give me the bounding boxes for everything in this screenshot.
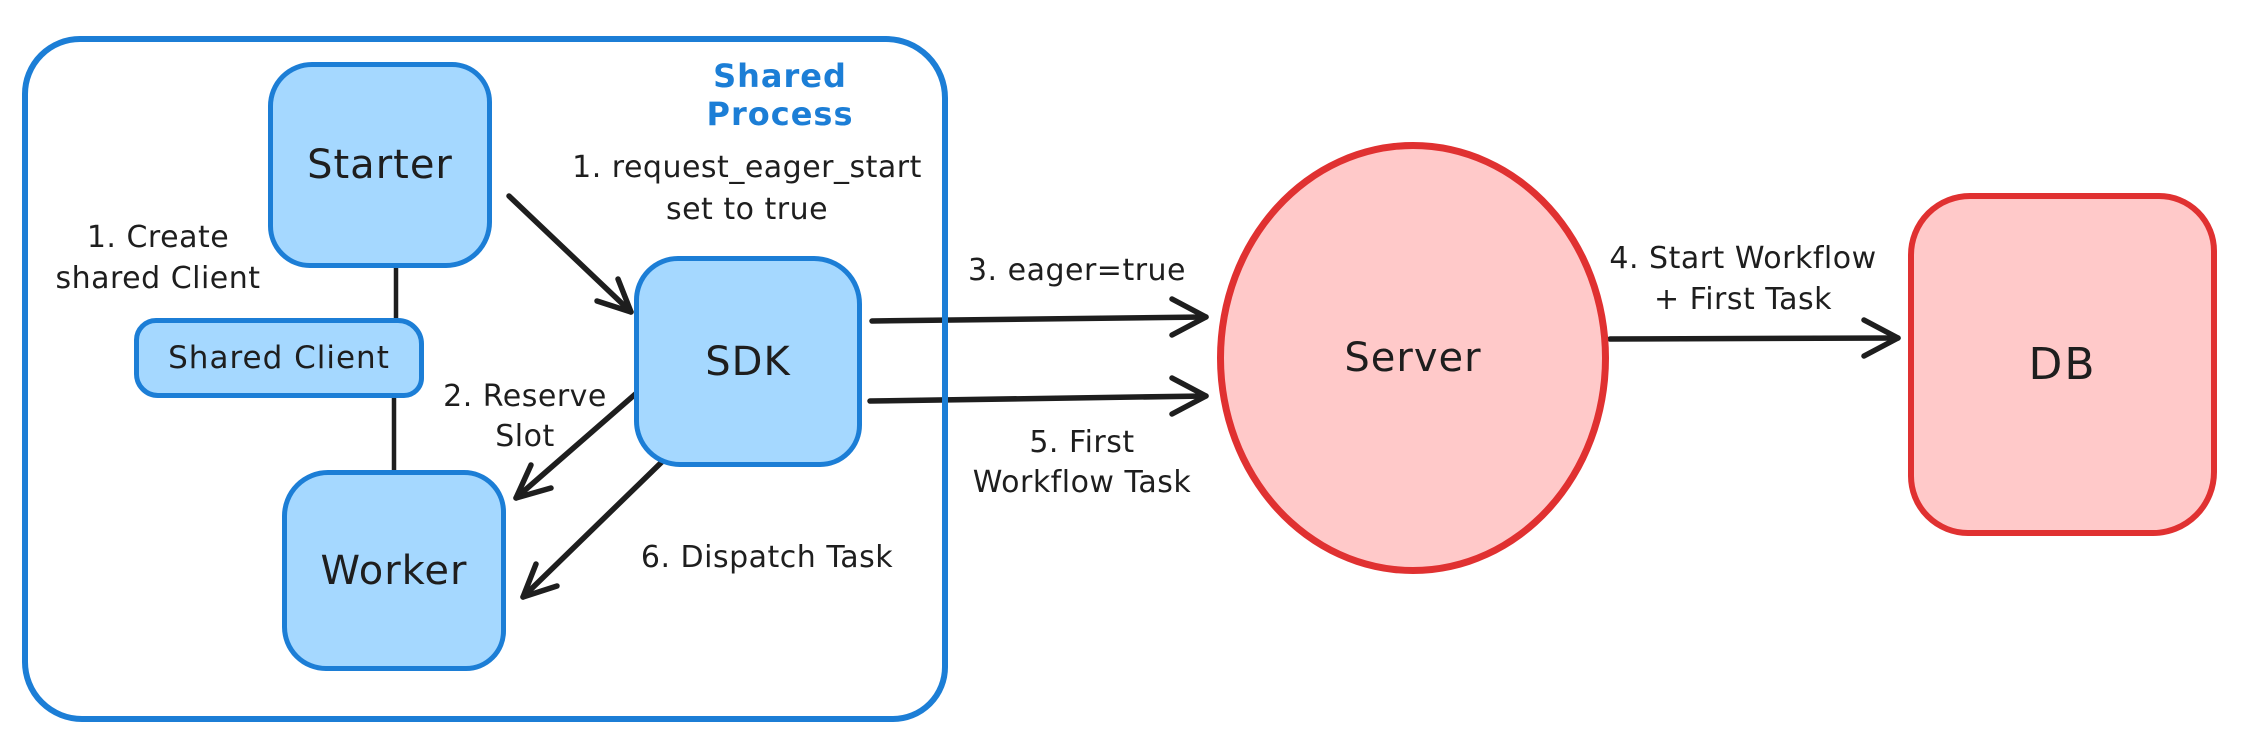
label-request-eager-start: 1. request_eager_start set to true [537, 147, 957, 231]
starter-label: Starter [307, 142, 453, 188]
label-start-workflow-line2: + First Task [1653, 282, 1833, 317]
label-eager-true-line1: 3. eager=true [967, 253, 1187, 288]
server-label: Server [1344, 335, 1482, 381]
label-reserve-slot-line2: Slot [495, 419, 555, 454]
server-node: Server [1217, 142, 1609, 574]
edge-sdk-server-eager [869, 296, 1209, 338]
shared-process-label: Shared Process [706, 57, 854, 133]
label-start-workflow-line1: 4. Start Workflow [1609, 241, 1877, 276]
label-request-eager-start-line1: 1. request_eager_start [572, 150, 922, 185]
label-eager-true: 3. eager=true [942, 250, 1212, 291]
label-reserve-slot: 2. Reserve Slot [405, 377, 645, 457]
label-start-workflow: 4. Start Workflow + First Task [1588, 238, 1898, 320]
label-first-workflow-task-line1: 5. First [1029, 425, 1135, 460]
label-create-shared-client-line2: shared Client [55, 261, 261, 296]
worker-node: Worker [282, 470, 506, 671]
shared-process-container [22, 36, 948, 722]
db-node: DB [1908, 193, 2217, 536]
sdk-label: SDK [705, 338, 791, 385]
shared-client-label: Shared Client [168, 340, 390, 376]
db-label: DB [2028, 339, 2097, 390]
label-dispatch-task: 6. Dispatch Task [607, 537, 927, 578]
edge-server-db [1607, 317, 1901, 359]
label-reserve-slot-line1: 2. Reserve [443, 379, 607, 414]
label-create-shared-client-line1: 1. Create [86, 220, 230, 255]
label-first-workflow-task-line2: Workflow Task [972, 465, 1192, 500]
edge-starter-sdk [506, 193, 634, 315]
worker-label: Worker [320, 547, 468, 594]
edge-sdk-worker-dispatch [520, 450, 674, 600]
label-first-workflow-task: 5. First Workflow Task [947, 423, 1217, 503]
label-create-shared-client: 1. Create shared Client [18, 217, 298, 299]
sdk-node: SDK [634, 256, 862, 467]
edge-sdk-worker-reserve [513, 387, 643, 501]
shared-client-node: Shared Client [134, 318, 424, 398]
label-request-eager-start-line2: set to true [665, 192, 829, 227]
starter-node: Starter [268, 62, 492, 268]
label-dispatch-task-line1: 6. Dispatch Task [640, 540, 894, 575]
edge-sdk-server-first-task [867, 375, 1209, 417]
